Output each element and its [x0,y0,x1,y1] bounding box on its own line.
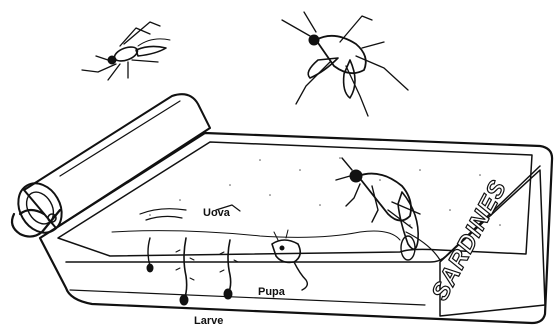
eggs-label: Uova [203,207,231,219]
tin-brand-label: SARDINES [426,176,512,305]
pupa-icon [272,230,307,290]
mosquito-icon [282,12,408,116]
sardine-tin: SARDINES [40,133,552,323]
larva-icon [220,240,238,299]
larvae-label: Larve [194,315,223,326]
mosquito-icon [336,158,440,260]
mosquito-icon [82,22,170,80]
water-texture [149,157,501,241]
rolled-lid [10,94,210,240]
water-surface [112,231,400,240]
pupa-label: Pupa [258,286,286,298]
